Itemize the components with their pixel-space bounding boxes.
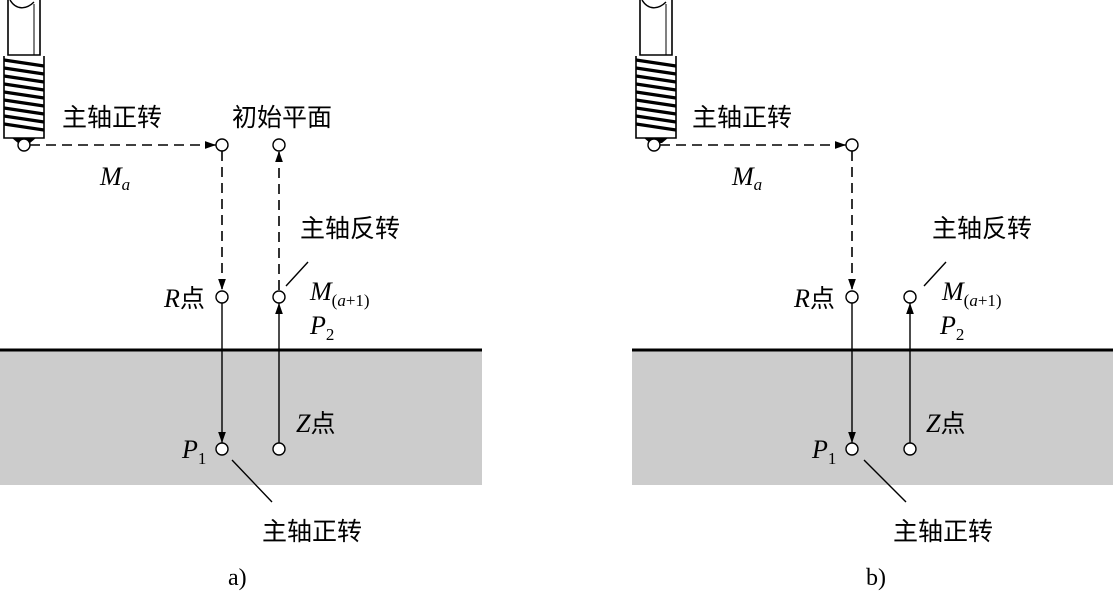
label-p2: P2 (939, 311, 964, 344)
m-point-node (272, 290, 286, 304)
tool-start-node (647, 138, 661, 152)
label-z-point: Z点 (926, 409, 965, 438)
label-spindle-reverse: 主轴反转 (932, 214, 1032, 243)
z-point-node (903, 442, 917, 456)
label-spindle-forward-bottom: 主轴正转 (893, 517, 993, 546)
initial-plane-node (845, 138, 859, 152)
label-m-a-plus-1: M(a+1) (941, 277, 1002, 310)
label-feed-ma: Ma (99, 162, 130, 194)
label-r-point: R点 (793, 284, 835, 313)
workpiece-block (632, 350, 1113, 485)
tap-tool-icon (3, 0, 45, 143)
z-point-node (272, 442, 286, 456)
panel-a: 主轴正转 初始平面 Ma 主轴反转 R点 M(a+1) P2 Z点 P1 主轴正… (0, 0, 482, 591)
r-point-node (845, 290, 859, 304)
label-spindle-forward-bottom: 主轴正转 (262, 517, 362, 546)
caption-a: a) (228, 565, 247, 591)
initial-plane-node-2 (272, 138, 286, 152)
leader-spindle-forward (863, 459, 907, 503)
caption-b: b) (866, 565, 886, 591)
label-spindle-reverse: 主轴反转 (300, 214, 400, 243)
label-feed-ma: Ma (731, 162, 762, 194)
label-initial-plane: 初始平面 (232, 103, 332, 132)
label-spindle-forward-top: 主轴正转 (62, 103, 162, 132)
label-p1: P1 (811, 435, 836, 468)
leader-spindle-forward (231, 459, 273, 503)
p1-node (845, 442, 859, 456)
panel-b: 主轴正转 Ma 主轴反转 R点 M(a+1) P2 Z点 P1 主轴正转 b) (632, 0, 1113, 591)
m-point-node (903, 290, 917, 304)
label-r-point: R点 (163, 284, 205, 313)
label-m-a-plus-1: M(a+1) (309, 277, 370, 310)
label-p2: P2 (309, 311, 334, 344)
r-point-node (215, 290, 229, 304)
tap-tool-icon (635, 0, 677, 143)
label-spindle-forward-top: 主轴正转 (692, 103, 792, 132)
leader-spindle-reverse (285, 261, 309, 287)
workpiece-block (0, 350, 482, 485)
initial-plane-node-1 (215, 138, 229, 152)
leader-spindle-reverse (923, 261, 947, 287)
tool-start-node (17, 138, 31, 152)
p1-node (215, 442, 229, 456)
label-p1: P1 (181, 435, 206, 468)
label-z-point: Z点 (296, 409, 335, 438)
